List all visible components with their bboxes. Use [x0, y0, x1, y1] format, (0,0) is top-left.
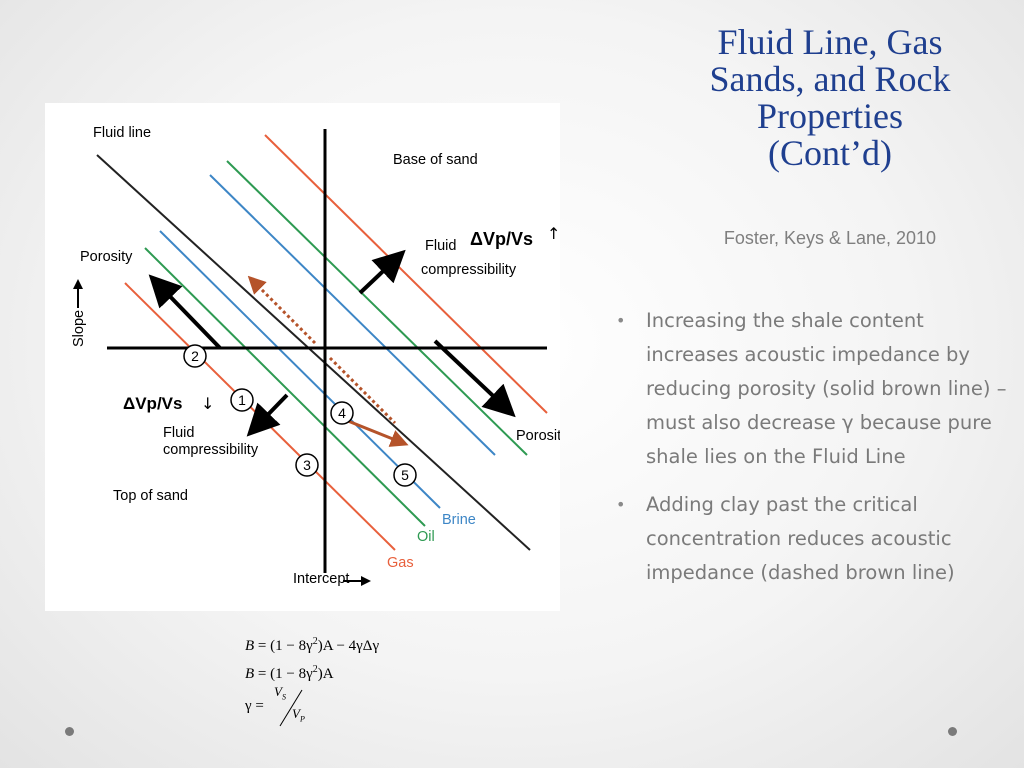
bullet-text: Adding clay past the critical concentrat…	[646, 493, 955, 584]
marker-2: 2	[183, 344, 207, 368]
title-line-3: Properties	[757, 96, 903, 136]
avo-crossplot-svg: 1 2 3 4 5 Fluid line Base of sand	[71, 125, 560, 587]
svg-text:4: 4	[338, 405, 346, 421]
fluid-line-label: Fluid line	[93, 125, 151, 141]
down-arrow-glyph: ↓	[201, 394, 214, 413]
marker-4: 4	[330, 401, 354, 425]
oil-label: Oil	[417, 529, 435, 545]
svg-text:2: 2	[191, 348, 199, 364]
fluid-line	[96, 154, 531, 551]
svg-text:1: 1	[238, 392, 246, 408]
citation: Foster, Keys & Lane, 2010	[723, 228, 937, 248]
title-line-2: Sands, and Rock	[709, 59, 951, 99]
bullet-list: • Increasing the shale content increases…	[614, 304, 1014, 604]
bullet-dot-icon: •	[616, 311, 626, 330]
brown-dashed-arrow-up	[247, 275, 317, 345]
oil-line-upper	[226, 160, 528, 456]
gas-line-upper	[264, 134, 548, 414]
bullet-text: Increasing the shale content increases a…	[646, 309, 1007, 468]
title-line-1: Fluid Line, Gas	[717, 22, 943, 62]
brine-line-lower	[159, 230, 441, 509]
equation-2: B = (1 − 8γ2)A	[245, 664, 334, 682]
bullet-item: • Adding clay past the critical concentr…	[614, 488, 1014, 590]
equation-1: B = (1 − 8γ2)A − 4γΔγ	[245, 636, 380, 654]
avo-crossplot-figure: 1 2 3 4 5 Fluid line Base of sand	[45, 103, 560, 611]
porosity-label-left: Porosity	[80, 249, 133, 265]
equation-3: γ = VS VP	[245, 684, 445, 732]
fluid-compressibility-lower-line2: compressibility	[163, 442, 259, 458]
dvpvs-down-label: ΔVp/Vs	[123, 394, 182, 413]
corner-dot-left	[65, 727, 74, 736]
base-of-sand-label: Base of sand	[393, 152, 478, 168]
top-of-sand-label: Top of sand	[113, 488, 188, 504]
bullet-item: • Increasing the shale content increases…	[614, 304, 1014, 474]
fluid-compressibility-arrow-up	[358, 249, 406, 295]
porosity-label-right: Porosity	[516, 428, 560, 444]
brown-solid-arrow	[342, 417, 409, 447]
svg-text:5: 5	[401, 467, 409, 483]
marker-3: 3	[295, 453, 319, 477]
intercept-label: Intercept	[293, 571, 349, 587]
equations-block: B = (1 − 8γ2)A − 4γΔγ B = (1 − 8γ2)A γ =…	[245, 628, 445, 732]
oil-line-lower	[144, 247, 426, 527]
brine-line-upper	[209, 174, 496, 456]
plot-area	[73, 127, 547, 587]
svg-text:3: 3	[303, 457, 311, 473]
up-arrow-glyph: ↑	[547, 224, 560, 243]
dvpvs-up-label: ΔVp/Vs	[470, 229, 533, 249]
fluid-compressibility-upper-line1: Fluid	[425, 238, 456, 254]
fraction-denominator: VP	[292, 706, 305, 724]
slope-label: Slope	[71, 310, 87, 347]
porosity-arrow-right	[433, 339, 516, 418]
marker-5: 5	[393, 463, 417, 487]
fraction-numerator: VS	[274, 684, 286, 702]
corner-dot-right	[948, 727, 957, 736]
bullet-dot-icon: •	[616, 495, 626, 514]
fluid-compressibility-arrow-down	[246, 393, 289, 437]
title-line-4: (Cont’d)	[768, 133, 892, 173]
fraction-slash	[279, 689, 303, 727]
gas-label: Gas	[387, 555, 414, 571]
fluid-compressibility-lower-line1: Fluid	[163, 425, 194, 441]
slide-title: Fluid Line, Gas Sands, and Rock Properti…	[660, 24, 1000, 172]
brine-label: Brine	[442, 512, 476, 528]
marker-1: 1	[230, 388, 254, 412]
fluid-compressibility-upper-line2: compressibility	[421, 262, 517, 278]
porosity-arrow-left	[148, 274, 222, 350]
